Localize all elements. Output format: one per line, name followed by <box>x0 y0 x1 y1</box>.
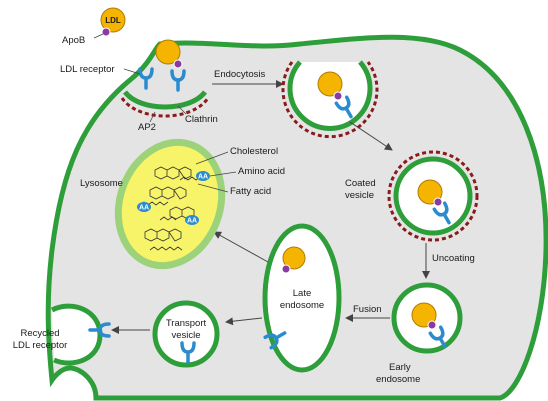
early-endosome-label-2: endosome <box>376 374 420 385</box>
late-endosome-label-2: endosome <box>280 300 324 311</box>
aa-label: AA <box>139 205 149 212</box>
cholesterol-label: Cholesterol <box>230 146 278 157</box>
late-endosome <box>262 223 342 373</box>
transport-vesicle-label-2: vesicle <box>171 330 200 341</box>
coated-vesicle <box>387 150 479 242</box>
amino-acid-label: Amino acid <box>238 166 285 177</box>
lysosome-label: Lysosome <box>80 178 123 189</box>
coated-vesicle-label-1: Coated <box>345 178 376 189</box>
ldl-receptor-label: LDL receptor <box>60 64 115 75</box>
recycled-receptor-label-2: LDL receptor <box>13 340 68 351</box>
early-endosome <box>391 282 463 354</box>
ldl-label: LDL <box>105 16 121 25</box>
late-endosome-label-1: Late <box>293 288 312 299</box>
ldl-in-pit <box>155 39 183 69</box>
recycling-notch <box>50 303 103 366</box>
endocytosis-label: Endocytosis <box>214 69 265 80</box>
transport-vesicle-label-1: Transport <box>166 318 207 329</box>
coated-pit <box>120 90 210 118</box>
recycled-receptor-label-1: Recycled <box>20 328 59 339</box>
lysosome: AA AA AA <box>114 138 226 270</box>
transport-vesicle <box>152 300 220 368</box>
aa-label: AA <box>187 218 197 225</box>
budding-vesicle <box>281 60 379 139</box>
ap2-label: AP2 <box>138 122 156 133</box>
free-ldl-particle: LDL <box>100 7 126 37</box>
clathrin-label: Clathrin <box>185 114 218 125</box>
early-endosome-label-1: Early <box>389 362 411 373</box>
apob-label: ApoB <box>62 35 85 46</box>
aa-label: AA <box>198 174 208 181</box>
coated-vesicle-label-2: vesicle <box>345 190 374 201</box>
uncoating-label: Uncoating <box>432 253 475 264</box>
fusion-label: Fusion <box>353 304 382 315</box>
fatty-acid-label: Fatty acid <box>230 186 271 197</box>
